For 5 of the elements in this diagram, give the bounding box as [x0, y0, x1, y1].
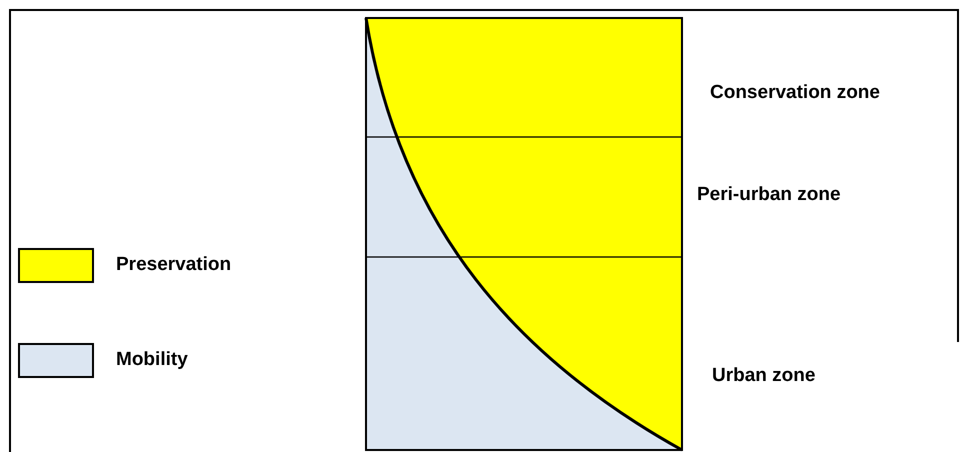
- legend-label: Preservation: [116, 254, 232, 276]
- zone-label: Urban zone: [712, 365, 816, 387]
- legend-label: Mobility: [116, 349, 188, 371]
- zone-label: Peri-urban zone: [697, 184, 841, 206]
- zone-label: Conservation zone: [710, 82, 880, 104]
